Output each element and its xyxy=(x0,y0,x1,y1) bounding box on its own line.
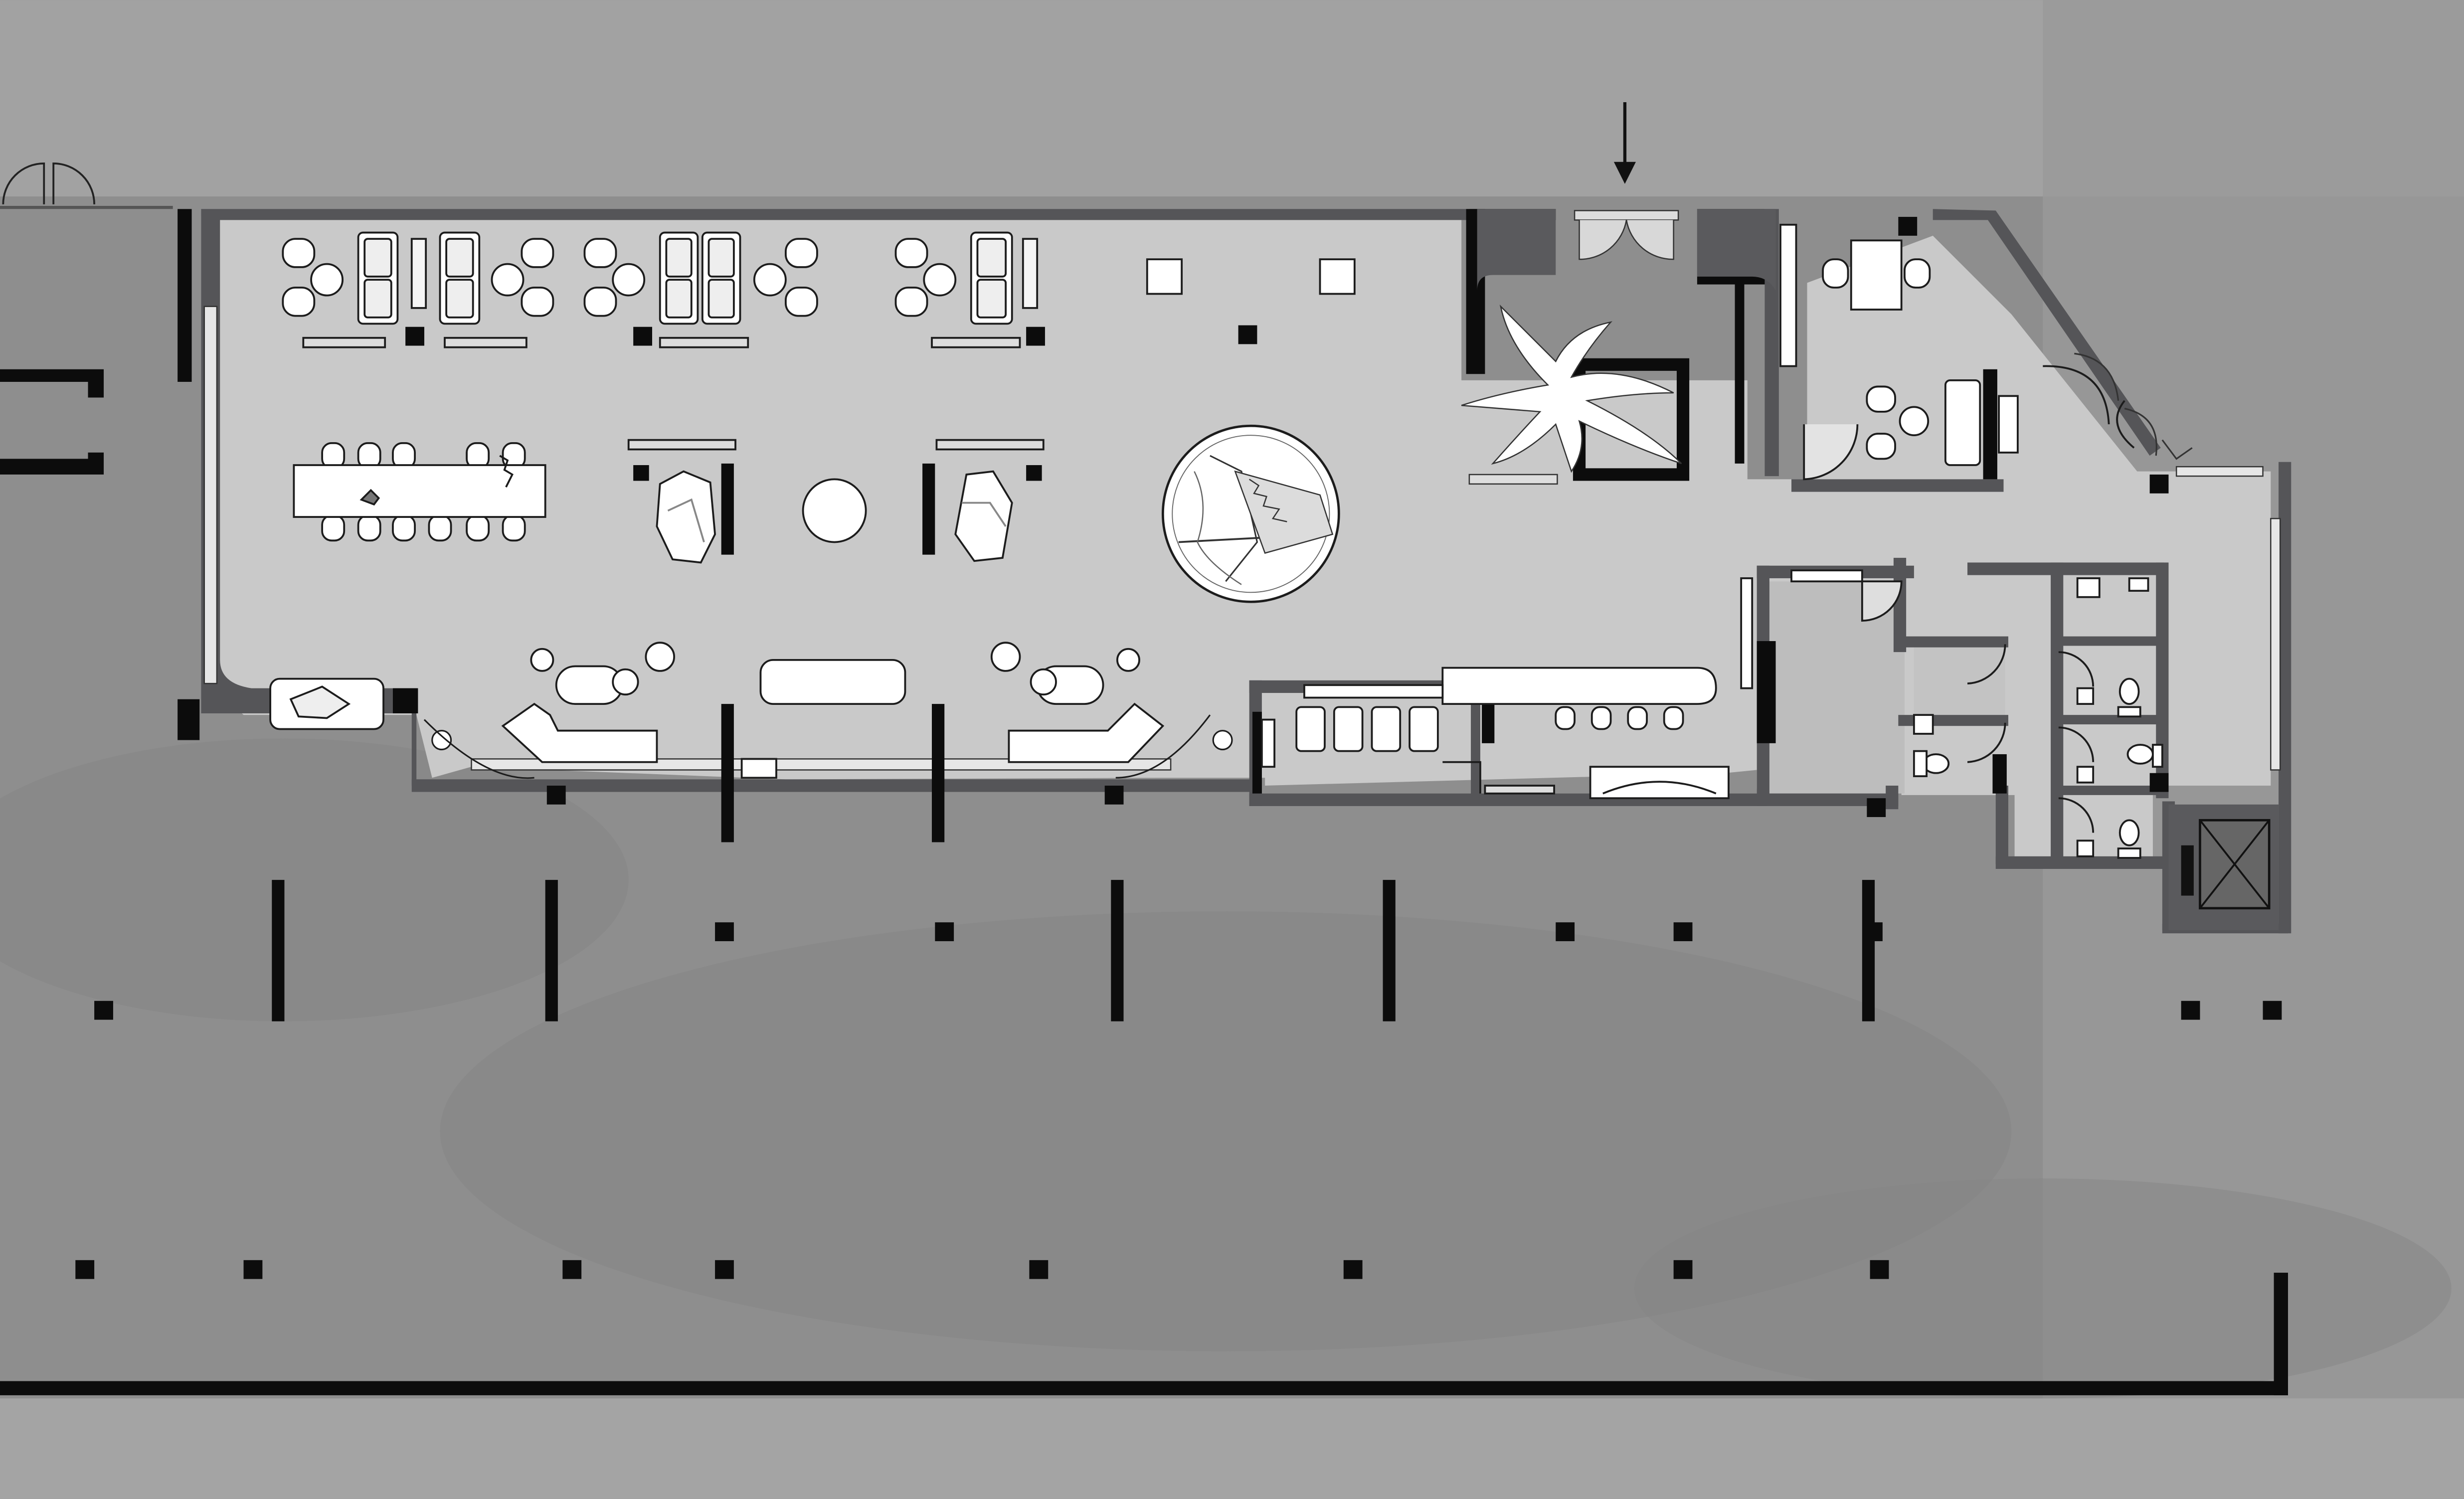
display-cubes xyxy=(1146,258,1356,295)
service-area xyxy=(1740,569,1903,689)
tree-installation xyxy=(1461,304,1690,485)
reception-lounge xyxy=(269,642,1165,779)
small-meeting-room xyxy=(1779,223,2135,481)
entrance-door xyxy=(1579,220,1627,260)
cafe-room xyxy=(1260,684,1481,794)
right-facade-doors xyxy=(2074,352,2193,460)
lounge-group-left xyxy=(282,231,554,348)
adjacent-building-edge xyxy=(0,162,173,475)
meeting-table xyxy=(293,442,546,542)
entrance-wall-blocks xyxy=(1477,209,1776,291)
entrance xyxy=(1574,102,1679,260)
round-table xyxy=(802,478,867,543)
corner-fixtures xyxy=(423,714,1233,779)
site-model-table xyxy=(1161,424,1340,603)
restrooms xyxy=(1913,577,2163,859)
parking-boundary-wall xyxy=(0,1273,2288,1395)
parking-columns xyxy=(75,880,2282,1279)
bar-counter xyxy=(1441,666,1730,800)
elevator-shaft xyxy=(2168,804,2279,930)
lounge-group-right xyxy=(894,231,1039,348)
sculpture-area xyxy=(627,439,1045,564)
lounge-group-center xyxy=(583,231,818,348)
